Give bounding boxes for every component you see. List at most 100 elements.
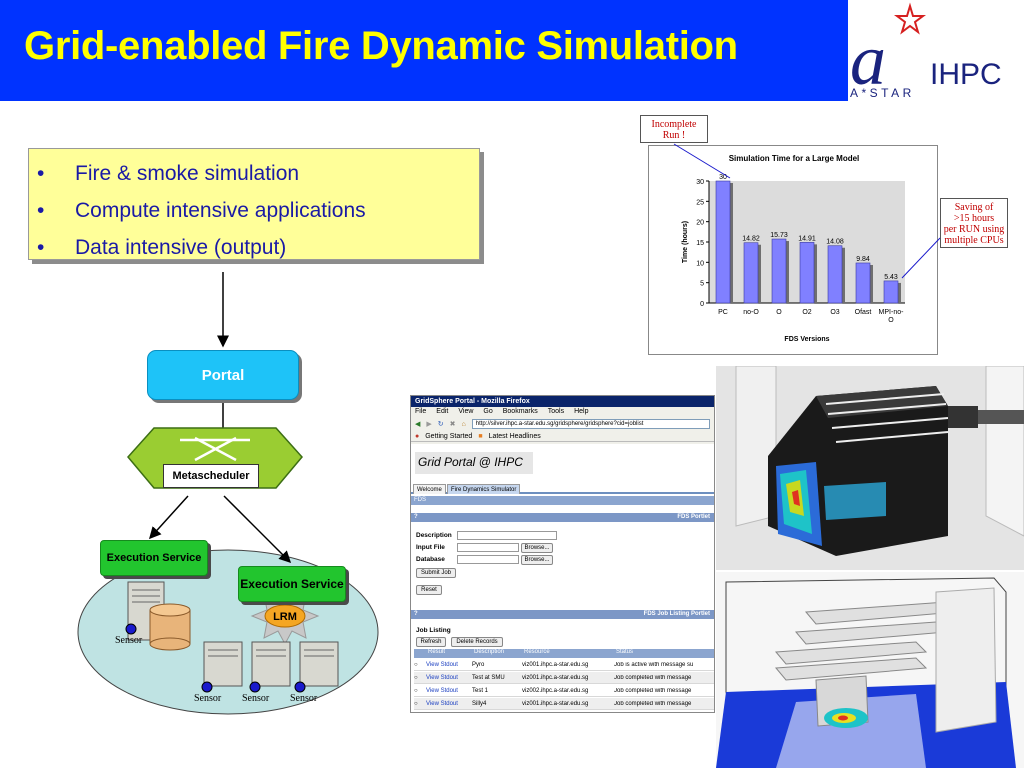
y-tick-label: 0 <box>700 301 704 308</box>
database-label: Database <box>416 556 445 563</box>
logo-ihpc-text: IHPC <box>930 58 1002 91</box>
bookmark-getting-started[interactable]: Getting Started <box>425 432 473 440</box>
column-header[interactable]: Description <box>474 649 505 655</box>
menu-view[interactable]: View <box>458 408 474 415</box>
input-file-field[interactable] <box>457 543 519 552</box>
rss-icon: ■ <box>478 432 483 440</box>
radio-icon[interactable]: ○ <box>414 687 418 694</box>
tab-bar: Welcome Fire Dynamics Simulator <box>411 484 714 494</box>
bookmark-latest-headlines[interactable]: Latest Headlines <box>488 432 541 440</box>
data-label: 9.84 <box>856 256 870 263</box>
browse-button[interactable]: Browse... <box>521 555 553 565</box>
lrm-label: LRM <box>273 611 297 623</box>
x-tick-label: MPI-no- <box>879 309 905 316</box>
submit-job-button[interactable]: Submit Job <box>416 568 456 578</box>
x-axis-label: FDS Versions <box>784 336 829 343</box>
x-tick-label: no-O <box>743 309 759 316</box>
browse-button[interactable]: Browse... <box>521 543 553 553</box>
radio-icon[interactable]: ○ <box>414 661 418 668</box>
description-input[interactable] <box>457 531 557 540</box>
bookmark-icon: ● <box>415 432 420 440</box>
menu-tools[interactable]: Tools <box>547 408 565 415</box>
sensor-label: Sensor <box>115 635 143 646</box>
portal-title: Grid Portal @ IHPC <box>415 452 533 474</box>
table-row: ○ View Stdout Test 1 viz002.ihpc.a-star.… <box>414 685 714 697</box>
refresh-button[interactable]: Refresh <box>416 637 446 647</box>
architecture-diagram: LRM <box>77 272 379 715</box>
y-tick-label: 20 <box>696 220 704 227</box>
sensor-dot <box>125 623 137 635</box>
sensor-dot <box>294 681 306 693</box>
forward-icon[interactable]: ▶ <box>426 421 432 428</box>
bar <box>715 180 731 304</box>
pointer-line <box>673 143 731 179</box>
callout-pointers <box>673 143 941 279</box>
tab-welcome[interactable]: Welcome <box>413 484 446 494</box>
incomplete-callout: Incomplete Run ! <box>640 115 708 143</box>
view-stdout-link[interactable]: View Stdout <box>426 687 458 694</box>
job-table-header: Result Description Resource Status <box>414 649 714 658</box>
bar <box>883 280 899 304</box>
fire-simulation-render-2 <box>716 572 1024 768</box>
database-icon <box>149 603 191 651</box>
x-tick-label: O <box>888 317 894 324</box>
description-label: Description <box>416 532 452 539</box>
input-file-label: Input File <box>416 544 445 551</box>
menu-bar: File Edit View Go Bookmarks Tools Help <box>411 407 714 417</box>
column-header[interactable]: Status <box>616 649 634 655</box>
bullet-item: •Compute intensive applications <box>37 198 366 222</box>
url-bar[interactable]: http://silver.ihpc.a-star.edu.sg/gridsph… <box>471 419 710 429</box>
arrow-to-service-1 <box>148 495 189 540</box>
astar-logo-icon: a <box>850 2 926 100</box>
back-icon[interactable]: ◀ <box>415 421 421 428</box>
menu-bookmarks[interactable]: Bookmarks <box>502 408 538 415</box>
database-field[interactable] <box>457 555 519 564</box>
y-tick-label: 5 <box>700 281 704 288</box>
x-tick-label: PC <box>718 309 728 316</box>
pointer-line <box>901 237 941 279</box>
table-row: ○ View Stdout Test at SMU viz001.ihpc.a-… <box>414 672 714 684</box>
data-label: 5.43 <box>884 274 898 281</box>
menu-help[interactable]: Help <box>574 408 589 415</box>
y-axis-label: Time (hours) <box>682 221 689 263</box>
server-icon <box>203 641 243 687</box>
menu-file[interactable]: File <box>415 408 427 415</box>
radio-icon[interactable]: ○ <box>414 700 418 707</box>
svg-text:a: a <box>850 20 886 100</box>
title-banner: Grid-enabled Fire Dynamic Simulation <box>0 0 848 101</box>
execution-service-2: Execution Service <box>238 566 346 602</box>
home-icon[interactable]: ⌂ <box>461 420 466 428</box>
view-stdout-link[interactable]: View Stdout <box>426 661 458 668</box>
bullet-item: •Fire & smoke simulation <box>37 161 300 185</box>
lrm-badge <box>264 604 306 628</box>
sensor-label: Sensor <box>194 693 222 704</box>
bookmarks-bar: ● Getting Started ■ Latest Headlines <box>411 431 714 442</box>
data-label: 14.82 <box>742 236 760 243</box>
column-header[interactable]: Result <box>428 649 446 655</box>
chart-title: Simulation Time for a Large Model <box>729 154 860 163</box>
fds-portlet-header: ? FDS Portlet <box>411 513 714 522</box>
view-stdout-link[interactable]: View Stdout <box>426 700 458 707</box>
reload-icon[interactable]: ↻ <box>437 421 444 428</box>
stop-icon[interactable]: ✖ <box>449 421 456 428</box>
help-icon[interactable]: ? <box>414 514 418 520</box>
x-tick-label: O3 <box>830 309 839 316</box>
menu-go[interactable]: Go <box>483 408 493 415</box>
x-tick-label: O <box>776 309 782 316</box>
help-icon[interactable]: ? <box>414 611 418 617</box>
table-row: ○ View Stdout Pyro viz001.ihpc.a-star.ed… <box>414 659 714 671</box>
tab-fire-dynamics[interactable]: Fire Dynamics Simulator <box>447 484 521 494</box>
radio-icon[interactable]: ○ <box>414 674 418 681</box>
view-stdout-link[interactable]: View Stdout <box>426 674 458 681</box>
reset-button[interactable]: Reset <box>416 585 442 595</box>
bar <box>827 245 843 304</box>
bar <box>855 262 871 304</box>
bar <box>771 238 787 304</box>
astar-logo: a IHPC A*STAR <box>848 0 1024 101</box>
bar <box>799 242 815 304</box>
sensor-label: Sensor <box>290 693 318 704</box>
delete-records-button[interactable]: Delete Records <box>451 637 503 647</box>
column-header[interactable]: Resource <box>524 649 550 655</box>
menu-edit[interactable]: Edit <box>436 408 449 415</box>
